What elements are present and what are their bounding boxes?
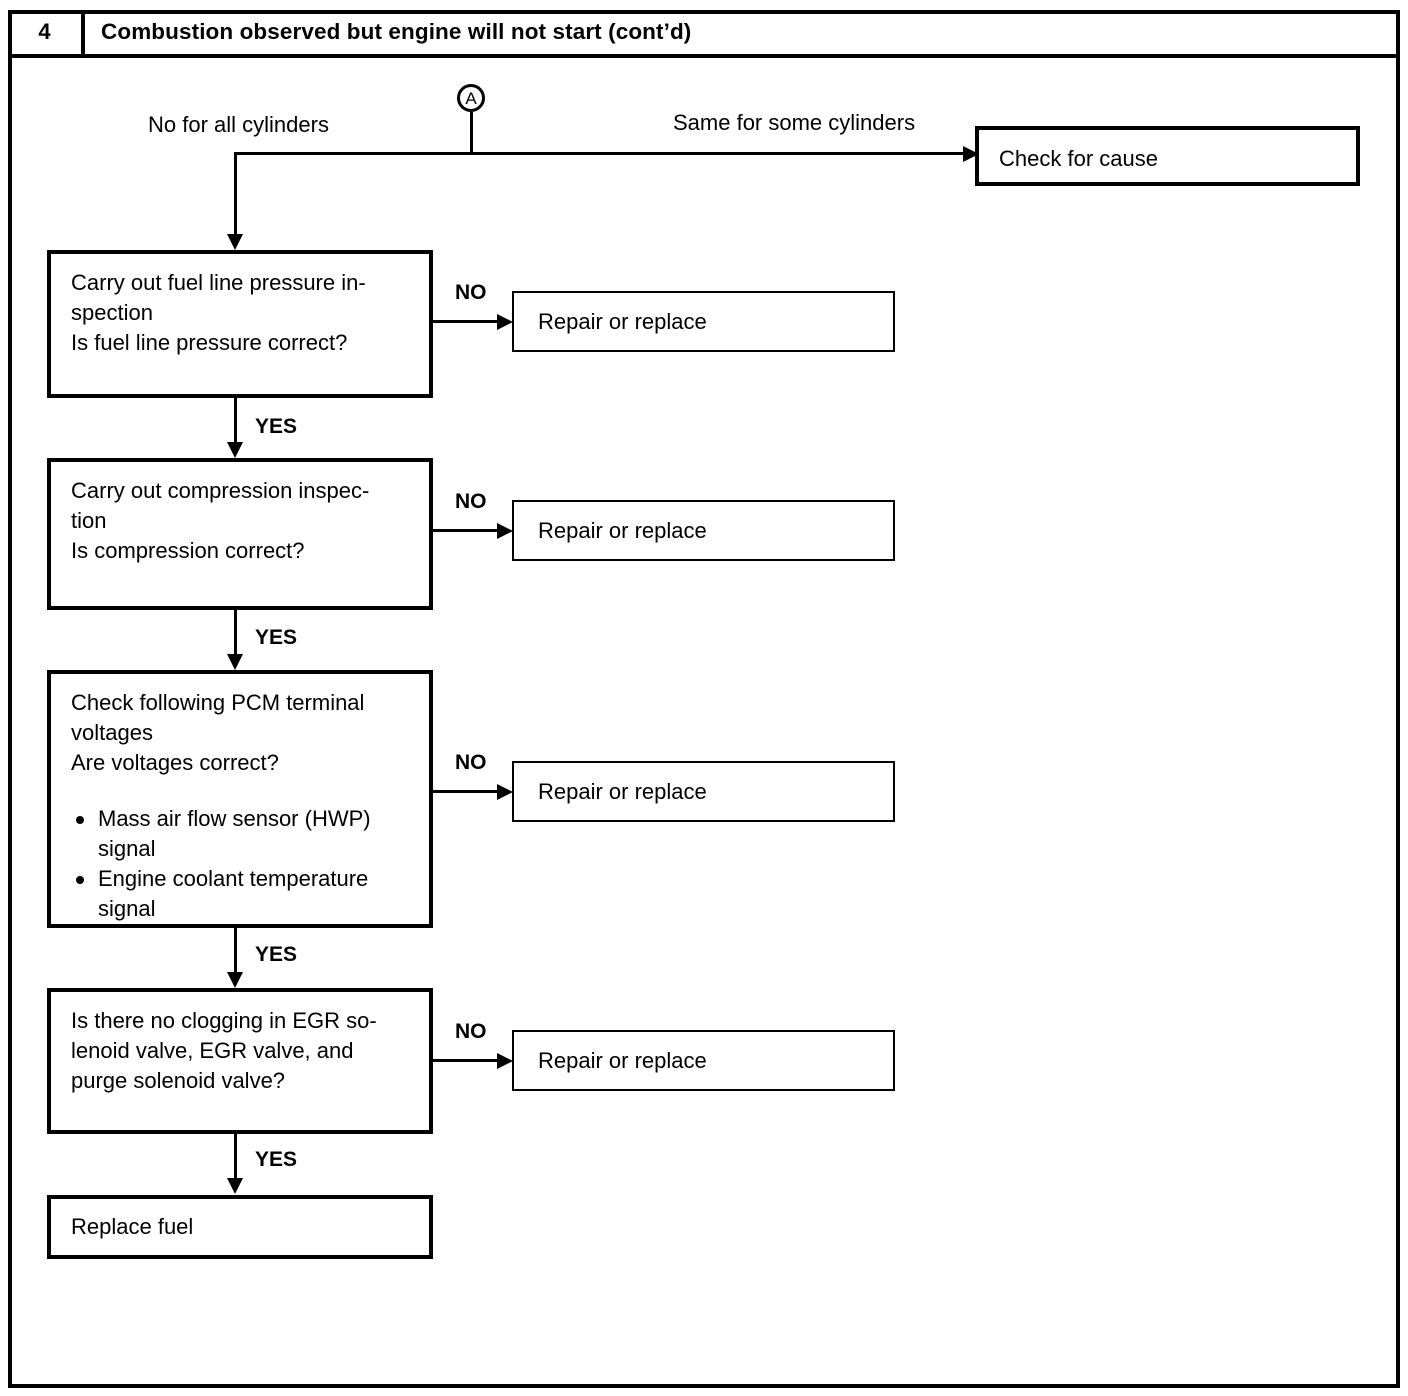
edge-label-yes-1: YES (255, 415, 298, 438)
no-arrowhead-4 (497, 1053, 513, 1069)
box-step2-line1: Carry out compression inspec- (71, 478, 370, 503)
edge-label-no-3: NO (455, 751, 487, 774)
connector-a-stem (470, 112, 473, 154)
edge-label-yes-4: YES (255, 1148, 298, 1171)
connector-a-icon: A (457, 84, 485, 112)
box-check-for-cause-text: Check for cause (999, 146, 1158, 171)
no-line-4 (433, 1059, 503, 1062)
yes-arrowhead-4 (227, 1178, 243, 1194)
box-step4-text: Is there no clogging in EGR so- lenoid v… (71, 1006, 419, 1096)
page-frame (8, 10, 1400, 1388)
yes-line-4 (234, 1134, 237, 1182)
no-line-3 (433, 790, 503, 793)
no-line-2 (433, 529, 503, 532)
box-step4-line3: purge solenoid valve? (71, 1068, 286, 1093)
edge-label-yes-2: YES (255, 626, 298, 649)
box-step4-line2: lenoid valve, EGR valve, and (71, 1038, 354, 1063)
box-step1-line2: spection (71, 300, 153, 325)
branch-label-right: Same for some cylinders (673, 110, 916, 135)
no-arrowhead-2 (497, 523, 513, 539)
box-repair-or-replace-4: Repair or replace (512, 1030, 895, 1091)
box-step2-compression: Carry out compression inspec- tion Is co… (47, 458, 433, 610)
edge-label-yes-3: YES (255, 943, 298, 966)
yes-arrowhead-3 (227, 972, 243, 988)
no-arrowhead-1 (497, 314, 513, 330)
box-step3-text: Check following PCM terminal voltages Ar… (71, 688, 419, 924)
box-step1-line3: Is fuel line pressure correct? (71, 330, 348, 355)
box-step3-line2: voltages (71, 720, 153, 745)
box-step4-line1: Is there no clogging in EGR so- (71, 1008, 377, 1033)
box-step3-line1: Check following PCM terminal (71, 690, 365, 715)
list-item: Engine coolant temperature signal (71, 864, 419, 924)
yes-line-2 (234, 610, 237, 658)
box-check-for-cause: Check for cause (975, 126, 1360, 186)
box-step4-egr-clogging: Is there no clogging in EGR so- lenoid v… (47, 988, 433, 1134)
box-step2-line2: tion (71, 508, 107, 533)
trunk-line-horizontal (234, 152, 976, 155)
box-step1-line1: Carry out fuel line pressure in- (71, 270, 366, 295)
box-repair-or-replace-3-text: Repair or replace (538, 778, 707, 804)
box-repair-or-replace-1-text: Repair or replace (538, 308, 707, 334)
box-repair-or-replace-3: Repair or replace (512, 761, 895, 822)
header-number: 4 (8, 10, 85, 54)
no-arrowhead-3 (497, 784, 513, 800)
box-step3-pcm-terminal-voltages: Check following PCM terminal voltages Ar… (47, 670, 433, 928)
box-repair-or-replace-4-text: Repair or replace (538, 1047, 707, 1073)
box-step2-line3: Is compression correct? (71, 538, 305, 563)
yes-line-3 (234, 928, 237, 976)
branch-label-left: No for all cylinders (148, 112, 329, 137)
box-step3-bullet-list: Mass air flow sensor (HWP) signal Engine… (71, 804, 419, 924)
box-replace-fuel: Replace fuel (47, 1195, 433, 1259)
box-repair-or-replace-2-text: Repair or replace (538, 517, 707, 543)
no-line-1 (433, 320, 503, 323)
box-step1-fuel-line-pressure: Carry out fuel line pressure in- spectio… (47, 250, 433, 398)
box-repair-or-replace-2: Repair or replace (512, 500, 895, 561)
box-step1-text: Carry out fuel line pressure in- spectio… (71, 268, 419, 358)
trunk-line-vertical (234, 152, 237, 236)
edge-label-no-4: NO (455, 1020, 487, 1043)
yes-arrowhead-2 (227, 654, 243, 670)
box-step2-text: Carry out compression inspec- tion Is co… (71, 476, 419, 566)
box-repair-or-replace-1: Repair or replace (512, 291, 895, 352)
box-step3-line3: Are voltages correct? (71, 750, 279, 775)
list-item: Mass air flow sensor (HWP) signal (71, 804, 419, 864)
edge-label-no-1: NO (455, 281, 487, 304)
edge-label-no-2: NO (455, 490, 487, 513)
box-replace-fuel-text: Replace fuel (71, 1214, 194, 1239)
yes-line-1 (234, 398, 237, 446)
trunk-arrowhead-down (227, 234, 243, 250)
page-title: Combustion observed but engine will not … (101, 19, 692, 44)
page-header: 4 Combustion observed but engine will no… (8, 10, 1400, 58)
yes-arrowhead-1 (227, 442, 243, 458)
